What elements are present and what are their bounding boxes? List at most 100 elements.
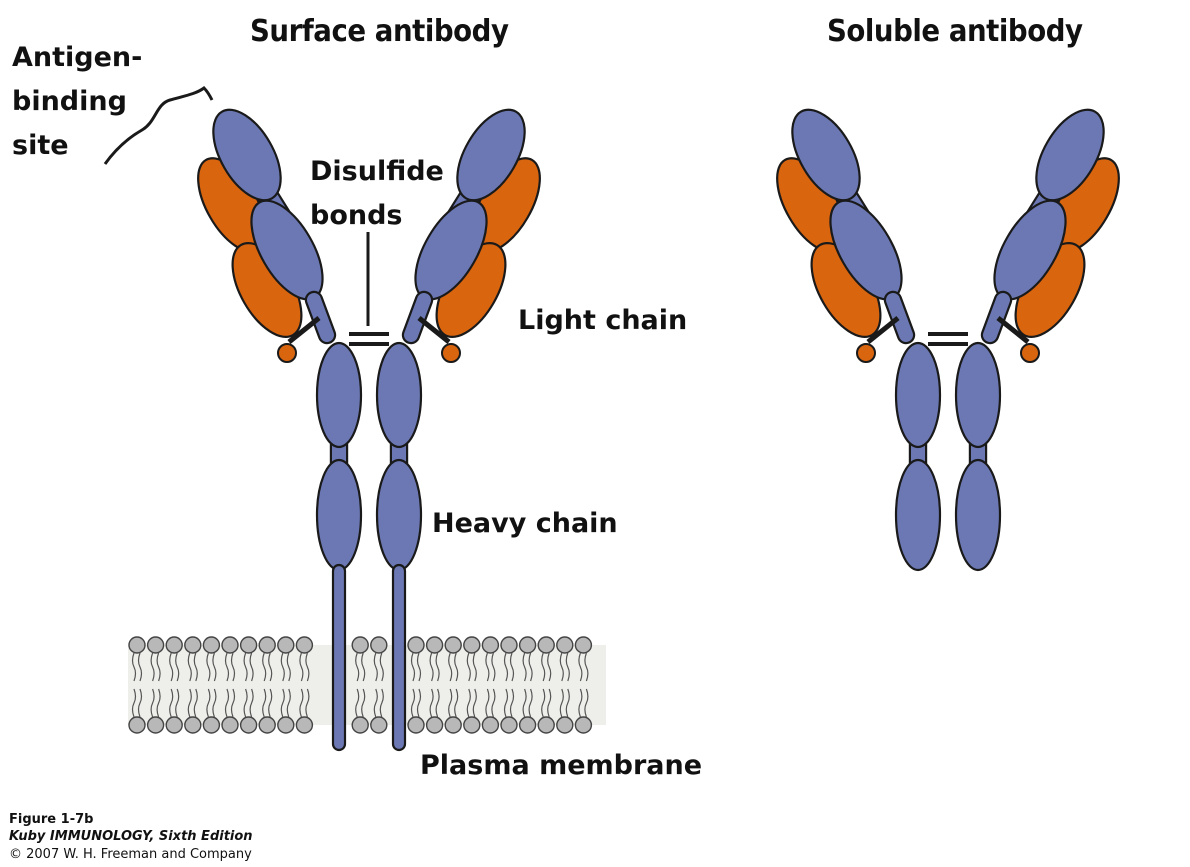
lipid-tail [448,688,453,718]
heavy-chain-right-hinge [983,293,1010,342]
lipid-tail [435,688,440,718]
heavy-chain-right-tail [391,563,407,752]
lipid-head [500,716,518,734]
annotation-lines [103,86,370,326]
lipid-head [574,716,593,734]
light-heavy-bond-left [287,316,321,344]
lipid-tail [243,688,248,718]
lipid-head [444,716,462,734]
lipid-head [128,636,146,654]
light-chain-label: Light chain [518,305,688,336]
lipid-tail [522,652,527,682]
lipid-tail [230,688,236,718]
lipid-head [184,716,202,734]
lipid-head [463,636,481,654]
lipid-head [481,636,500,654]
heavy-chain-right-variable [456,108,526,202]
lipid-head [202,636,221,654]
lipid-tail [224,652,230,682]
lipid-head [184,636,202,654]
lipid-tail [206,652,211,682]
copyright-line: © 2007 W. H. Freeman and Company [9,847,252,862]
lipid-head [239,716,258,734]
lipid-tail [503,652,509,682]
lipid-tail [509,652,515,682]
lipid-head [258,636,276,654]
lipid-tail [355,688,360,718]
light-chain-right-tip [441,343,461,363]
plasma-membrane-bilayer [128,636,606,734]
lipid-tail [416,688,422,718]
lipid-tail [156,652,161,682]
lipid-tail [373,688,378,718]
plasma-membrane-label: Plasma membrane [420,750,703,781]
lipid-head [370,636,388,654]
lipid-tail [472,688,477,718]
lipid-head [351,636,369,654]
heavy-chain-right-ch3 [954,458,1002,572]
lipid-head [277,716,295,734]
light-chain-right-tip [1020,343,1040,363]
lipid-head [258,716,276,734]
lipid-head [295,716,314,734]
lipid-tail [528,688,533,718]
surface-antibody-title: Surface antibody [250,14,509,49]
lipid-tail [286,652,291,682]
lipid-tail [150,652,155,682]
lipid-tail [280,688,285,718]
lipid-tail [249,652,254,682]
disulfide-line-1: Disulfide [310,156,444,187]
lipid-head [165,716,183,734]
lipid-head [425,716,444,734]
lipid-head [370,716,388,734]
lipid-tail [509,688,515,718]
lipid-tail [410,652,416,682]
lipid-tail [485,688,490,718]
lipid-tail [491,688,496,718]
lipid-tail [361,688,366,718]
lipid-tail [212,688,217,718]
lipid-head [444,636,462,654]
lipid-head [537,716,555,734]
lipid-tail [243,652,248,682]
light-chain-left-tip [856,343,876,363]
lipid-head [574,636,593,654]
soluble-antibody [776,108,1120,572]
antigen-binding-line-2: binding [12,86,127,117]
lipid-tail [379,652,384,682]
lipid-tail [187,688,192,718]
lipid-tail [361,652,366,682]
lipid-tail [131,688,137,718]
figure-number: Figure 1-7b [9,812,94,827]
lipid-tail [249,688,254,718]
lipid-tail [299,652,304,682]
lipid-head [407,636,425,654]
heavy-chain-left-variable [212,108,282,202]
disulfide-bonds-label: Disulfide bonds [310,150,444,238]
lipid-tail [559,688,564,718]
lipid-head [221,716,239,734]
lipid-head [239,636,258,654]
lipid-tail [565,652,570,682]
lipid-tail [466,688,471,718]
membrane-band [128,645,606,725]
lipid-tail [175,688,180,718]
lipid-tail [305,688,310,718]
lipid-tail [193,652,198,682]
heavy-chain-left-tail [331,563,347,752]
lipid-tail [169,652,174,682]
lipid-tail [193,688,198,718]
lipid-tail [584,688,589,718]
lipid-tail [410,688,416,718]
soluble-antibody-title: Soluble antibody [827,14,1083,49]
lipid-tail [268,652,273,682]
lipid-tail [137,652,143,682]
lipid-tail [156,688,161,718]
lipid-tail [230,652,236,682]
lipid-head [556,716,574,734]
light-heavy-bond-left [866,316,900,344]
lipid-head [221,636,239,654]
book-title: Kuby IMMUNOLOGY, Sixth Edition [9,829,253,844]
lipid-tail [578,688,583,718]
